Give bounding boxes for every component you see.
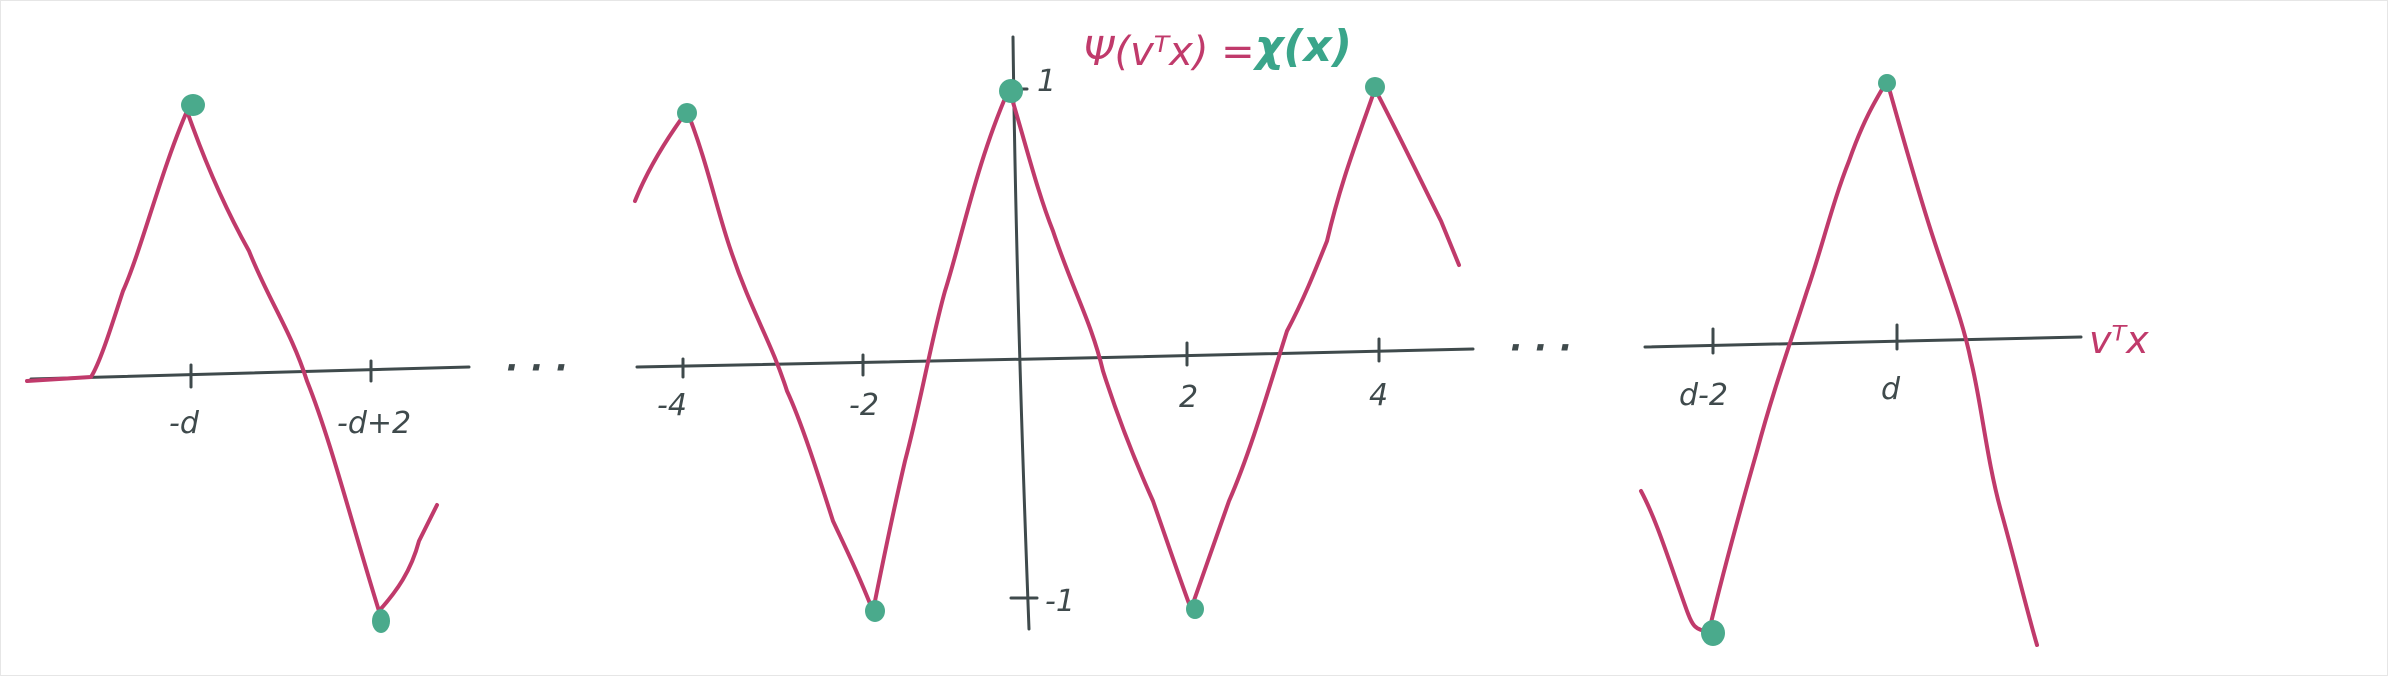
x-axis-middle-segment bbox=[635, 347, 1475, 369]
tick-label-neg-2: -2 bbox=[849, 388, 879, 423]
formula-lhs: Ψ(vᵀx) = bbox=[1083, 29, 1255, 75]
x-axis-label: vᵀx bbox=[2089, 318, 2149, 362]
tick-label-d-minus-2: d-2 bbox=[1679, 378, 1728, 413]
dot bbox=[999, 79, 1023, 103]
y-tick-label-pos: 1 bbox=[1037, 64, 1056, 99]
dot bbox=[677, 103, 697, 123]
x-axis-right-segment bbox=[1643, 335, 2083, 349]
formula-rhs: χ(x) bbox=[1252, 21, 1352, 72]
ellipsis-left: · · · bbox=[505, 348, 567, 388]
x-tick-marks bbox=[189, 323, 1899, 389]
y-tick-label-neg: -1 bbox=[1045, 584, 1075, 619]
wave-middle bbox=[633, 87, 1461, 613]
dot bbox=[1365, 77, 1385, 97]
dot bbox=[1701, 620, 1725, 646]
wave-right bbox=[1639, 79, 2039, 647]
ellipsis-right: · · · bbox=[1509, 328, 1571, 368]
dot bbox=[1186, 599, 1204, 619]
dot bbox=[181, 94, 205, 116]
wave-left bbox=[25, 109, 439, 613]
x-axis bbox=[29, 335, 2083, 381]
formula: Ψ(vᵀx) = χ(x) bbox=[1083, 21, 1352, 75]
wave-curves bbox=[25, 79, 2039, 647]
x-tick-labels: -d -d+2 -4 -2 2 4 d-2 d bbox=[169, 372, 1901, 441]
dot bbox=[372, 609, 390, 633]
tick-label-4: 4 bbox=[1369, 378, 1388, 413]
tick-label-d: d bbox=[1881, 372, 1901, 407]
dot bbox=[865, 600, 885, 622]
tick-label-neg-d-plus-2: -d+2 bbox=[337, 406, 411, 441]
peak-dots bbox=[181, 74, 1896, 646]
tick-label-neg-d: -d bbox=[169, 406, 200, 441]
tick-label-2: 2 bbox=[1179, 380, 1198, 415]
dot bbox=[1878, 74, 1896, 92]
tick-label-neg-4: -4 bbox=[657, 388, 687, 423]
